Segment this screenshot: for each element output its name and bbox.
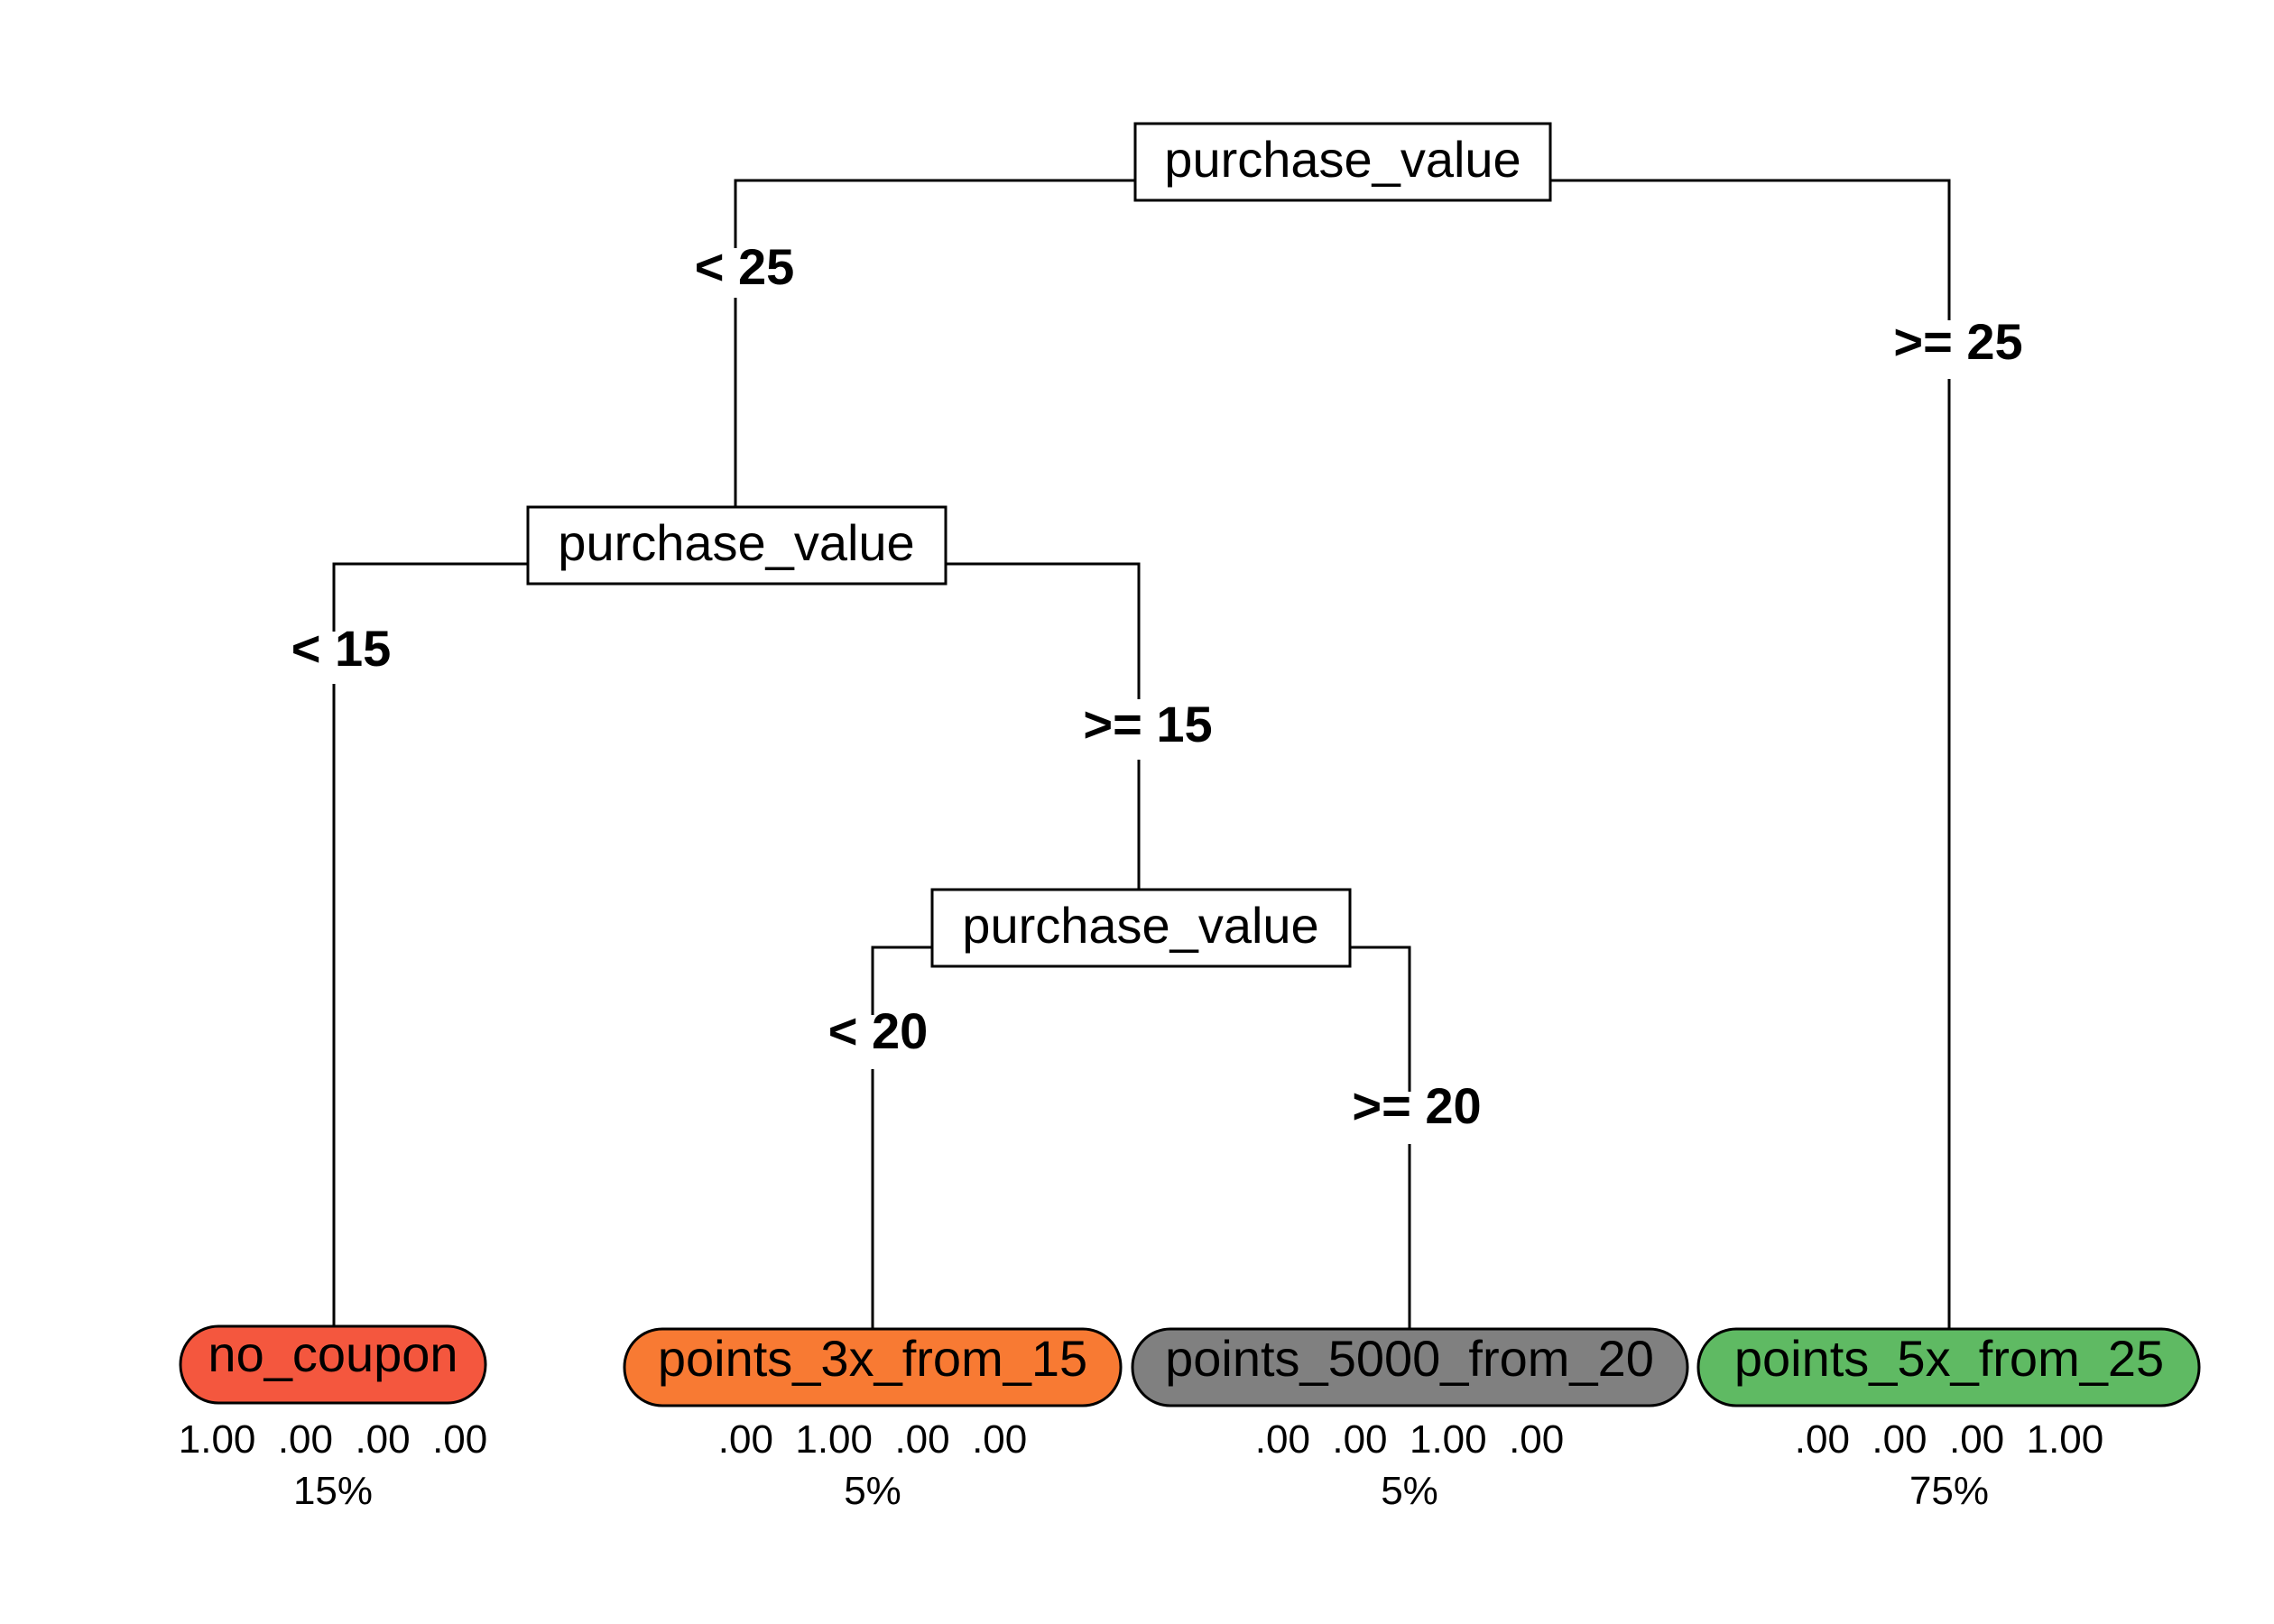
edge-mid-left xyxy=(871,946,932,1015)
leaf-node-3: points_5000_from_20 .00 .00 1.00 .00 5% xyxy=(1131,1327,1689,1513)
edge-mid-right xyxy=(1347,946,1411,1092)
split-node-mid: purchase_value xyxy=(930,888,1352,968)
split-node-left: purchase_value xyxy=(526,505,948,586)
leaf-label-1: no_coupon xyxy=(208,1325,458,1382)
leaf-probs-1: 1.00 .00 .00 .00 xyxy=(179,1417,487,1462)
tree-edges xyxy=(332,179,1951,1329)
leaf-percent-2: 5% xyxy=(844,1469,901,1513)
leaf-node-4: points_5x_from_25 .00 .00 .00 1.00 75% xyxy=(1696,1327,2201,1513)
edge-labels: < 25 >= 25 < 15 >= 15 < 20 >= 20 xyxy=(291,238,2023,1134)
leaf-label-3: points_5000_from_20 xyxy=(1165,1330,1654,1387)
split-box-root xyxy=(1133,122,1552,202)
leaf-shape-4 xyxy=(1696,1327,2201,1407)
leaf-percent-3: 5% xyxy=(1381,1469,1438,1513)
leaf-probs-3: .00 .00 1.00 .00 xyxy=(1255,1417,1564,1462)
edge-root-right xyxy=(1543,179,1951,320)
leaf-shape-2 xyxy=(623,1327,1123,1407)
split-node-root: purchase_value xyxy=(1133,122,1552,202)
leaf-shape-3 xyxy=(1131,1327,1689,1407)
edge-label-left-right: >= 15 xyxy=(1083,696,1212,752)
edge-label-root-right: >= 25 xyxy=(1893,313,2022,370)
edge-label-mid-right: >= 20 xyxy=(1352,1077,1481,1134)
split-label-left: purchase_value xyxy=(558,514,914,571)
leaf-label-4: points_5x_from_25 xyxy=(1734,1330,2164,1387)
leaf-shape-1 xyxy=(179,1324,487,1405)
edge-root-left xyxy=(734,179,1137,248)
edge-label-mid-left: < 20 xyxy=(828,1002,929,1059)
edge-left-left xyxy=(332,562,528,632)
leaf-node-2: points_3x_from_15 .00 1.00 .00 .00 5% xyxy=(623,1327,1123,1513)
leaf-probs-4: .00 .00 .00 1.00 xyxy=(1795,1417,2103,1462)
edge-label-root-left: < 25 xyxy=(695,238,795,295)
leaf-node-1: no_coupon 1.00 .00 .00 .00 15% xyxy=(179,1324,487,1513)
split-box-mid xyxy=(930,888,1352,968)
split-label-root: purchase_value xyxy=(1164,131,1521,188)
edge-label-left-left: < 15 xyxy=(291,620,392,677)
leaf-percent-1: 15% xyxy=(293,1469,373,1513)
leaf-probs-2: .00 1.00 .00 .00 xyxy=(718,1417,1027,1462)
split-label-mid: purchase_value xyxy=(962,897,1318,954)
split-box-left xyxy=(526,505,948,586)
leaf-percent-4: 75% xyxy=(1909,1469,1989,1513)
leaf-label-2: points_3x_from_15 xyxy=(658,1330,1087,1387)
edge-left-right xyxy=(943,562,1141,699)
